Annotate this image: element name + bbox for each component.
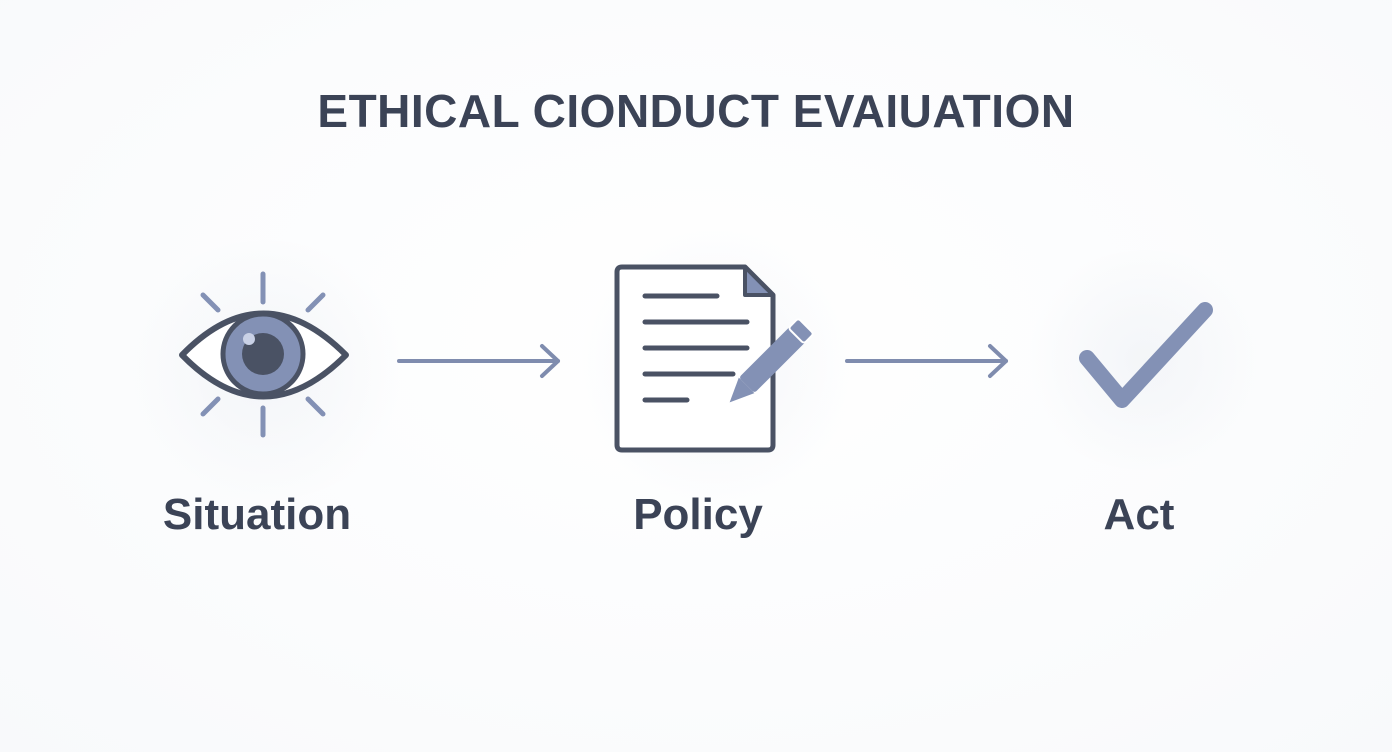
eye-icon <box>179 271 349 438</box>
arrow-situation-to-policy <box>397 344 560 378</box>
diagram-title: ETHICAL CIONDUCT EVAIUATION <box>317 85 1075 137</box>
step-label-act: Act <box>1103 490 1175 539</box>
document-pencil-icon <box>614 264 814 453</box>
arrow-policy-to-act <box>845 344 1008 378</box>
checkmark-icon <box>1079 302 1213 408</box>
step-label-policy: Policy <box>633 490 763 539</box>
check-glow <box>1020 250 1270 470</box>
step-label-situation: Situation <box>162 490 352 539</box>
